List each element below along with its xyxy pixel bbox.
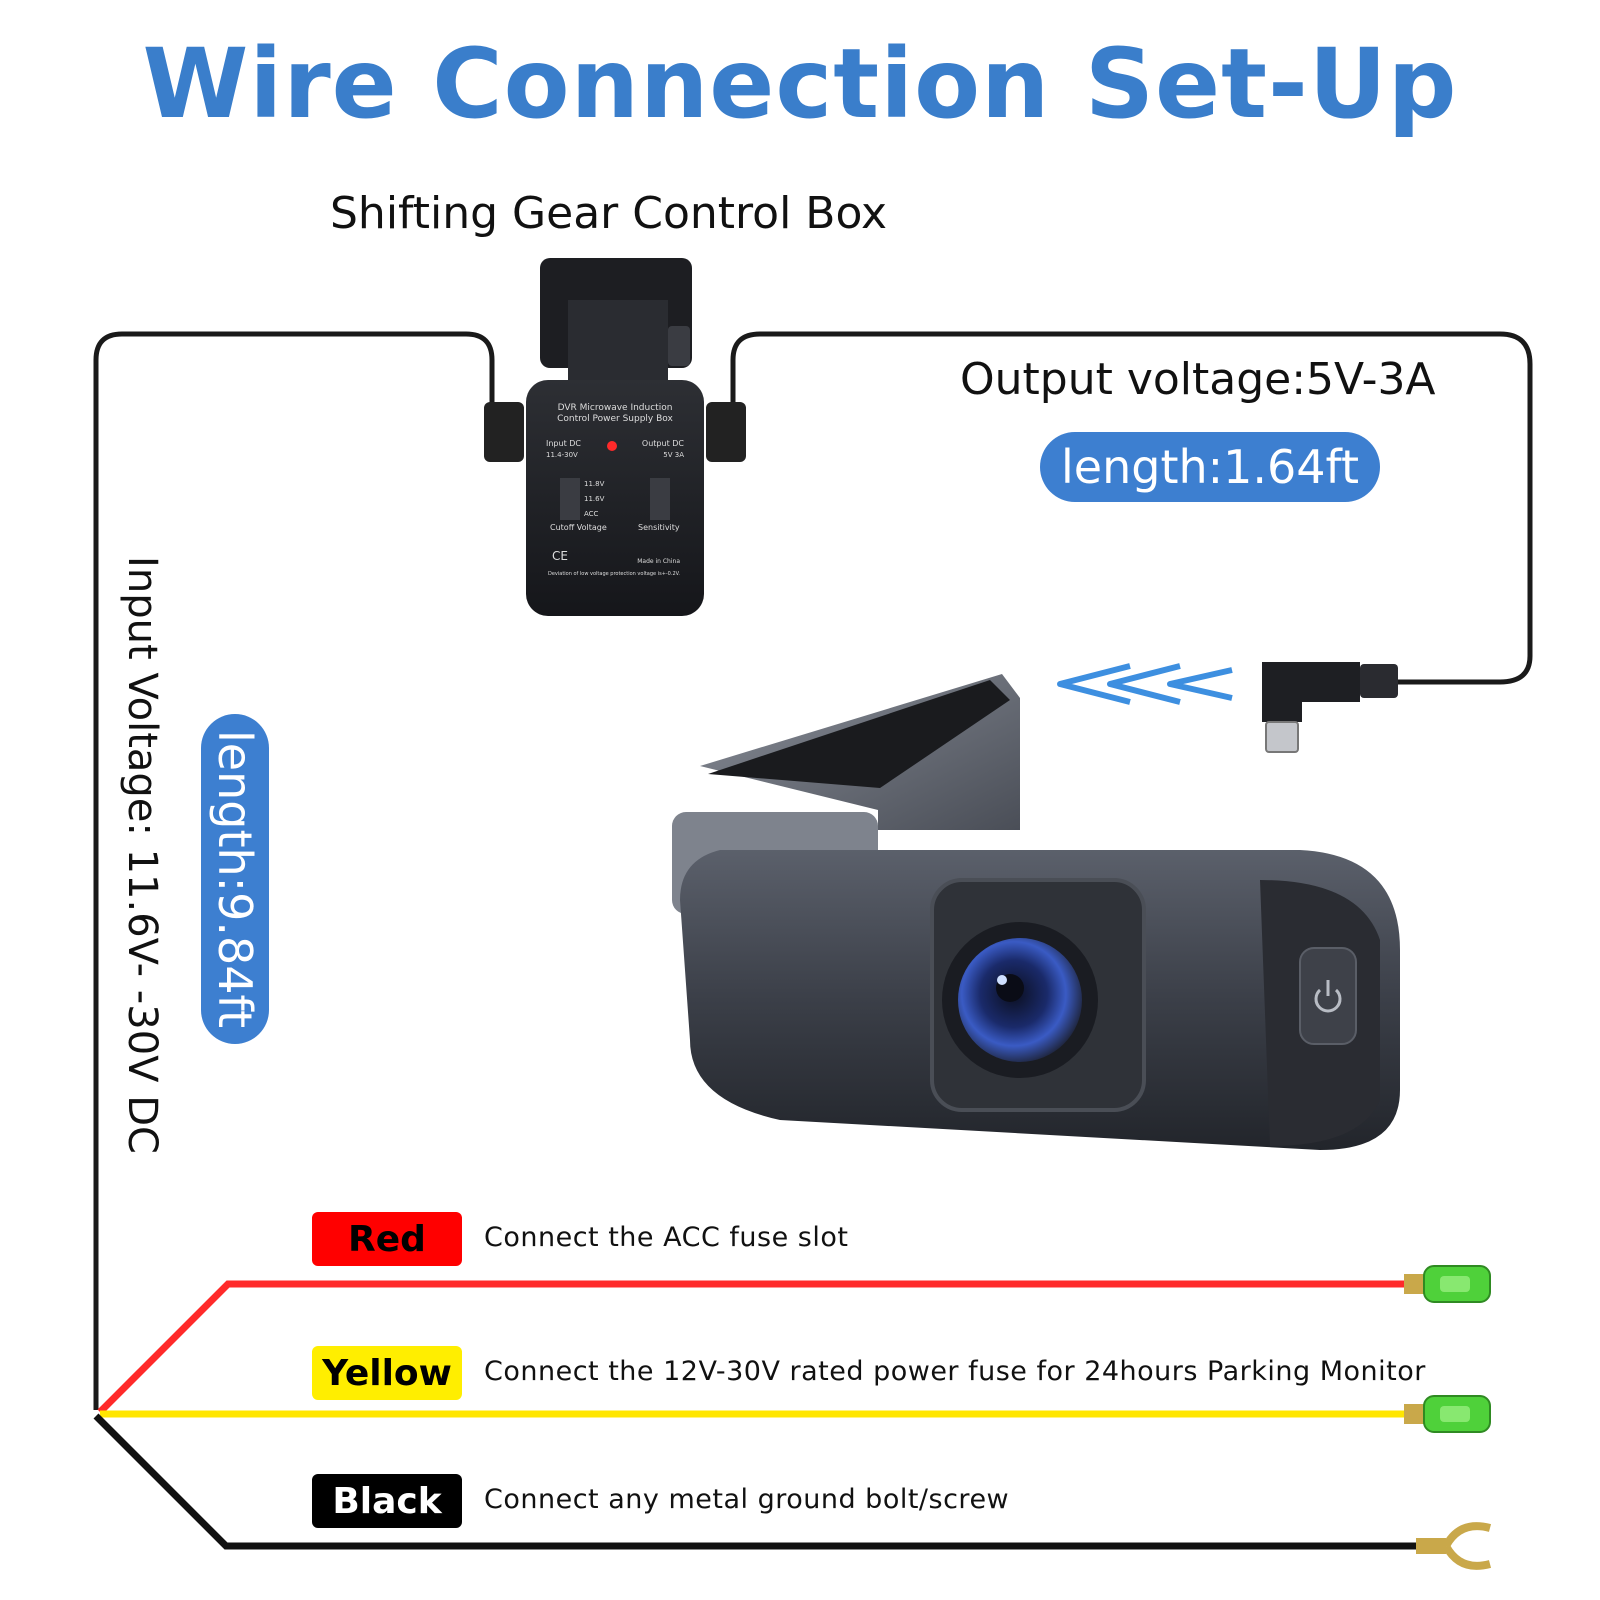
- red-wire-tag: Red: [312, 1212, 462, 1266]
- dashcam-device: [672, 674, 1400, 1150]
- usb-c-plug-icon: [1262, 662, 1398, 753]
- box-output-value: 5V 3A: [663, 451, 684, 459]
- made-in-label: Made in China: [637, 558, 680, 565]
- cutoff-option-3: ACC: [584, 510, 599, 518]
- output-voltage-label: Output voltage:5V-3A: [960, 354, 1436, 405]
- double-chevron-arrow-icon: [1057, 663, 1233, 705]
- yellow-wire-description: Connect the 12V-30V rated power fuse for…: [484, 1356, 1426, 1387]
- yellow-fuse-tap-icon: [1404, 1395, 1491, 1433]
- box-heading-1: DVR Microwave Induction: [558, 403, 673, 413]
- box-footnote: Deviation of low voltage protection volt…: [548, 571, 680, 577]
- cutoff-option-1: 11.8V: [584, 480, 605, 488]
- box-output-label: Output DC: [642, 439, 684, 448]
- black-wire-tag: Black: [312, 1474, 462, 1528]
- power-icon: [1314, 980, 1342, 1013]
- output-cable: [730, 331, 1533, 685]
- fork-terminal-icon: [1416, 1522, 1492, 1570]
- red-fuse-tap-icon: [1404, 1265, 1491, 1303]
- black-wire: [93, 1413, 1420, 1550]
- red-wire: [97, 1280, 1410, 1415]
- input-cable: [93, 331, 495, 1410]
- black-wire-description: Connect any metal ground bolt/screw: [484, 1484, 1010, 1515]
- box-input-value: 11.4-30V: [546, 451, 578, 459]
- ce-mark: CE: [552, 549, 568, 563]
- input-length-badge: length:9.84ft: [201, 714, 269, 1044]
- cutoff-voltage-label: Cutoff Voltage: [550, 523, 607, 532]
- control-box-device: DVR Microwave Induction Control Power Su…: [484, 258, 746, 616]
- red-wire-description: Connect the ACC fuse slot: [484, 1222, 849, 1253]
- cutoff-option-2: 11.6V: [584, 495, 605, 503]
- yellow-wire-tag: Yellow: [312, 1346, 462, 1400]
- output-length-badge: length:1.64ft: [1040, 432, 1380, 502]
- sensitivity-label: Sensitivity: [638, 523, 680, 532]
- box-input-label: Input DC: [546, 439, 581, 448]
- control-box-title: Shifting Gear Control Box: [330, 188, 888, 239]
- box-heading-2: Control Power Supply Box: [557, 414, 673, 424]
- page-title: Wire Connection Set-Up: [142, 28, 1458, 140]
